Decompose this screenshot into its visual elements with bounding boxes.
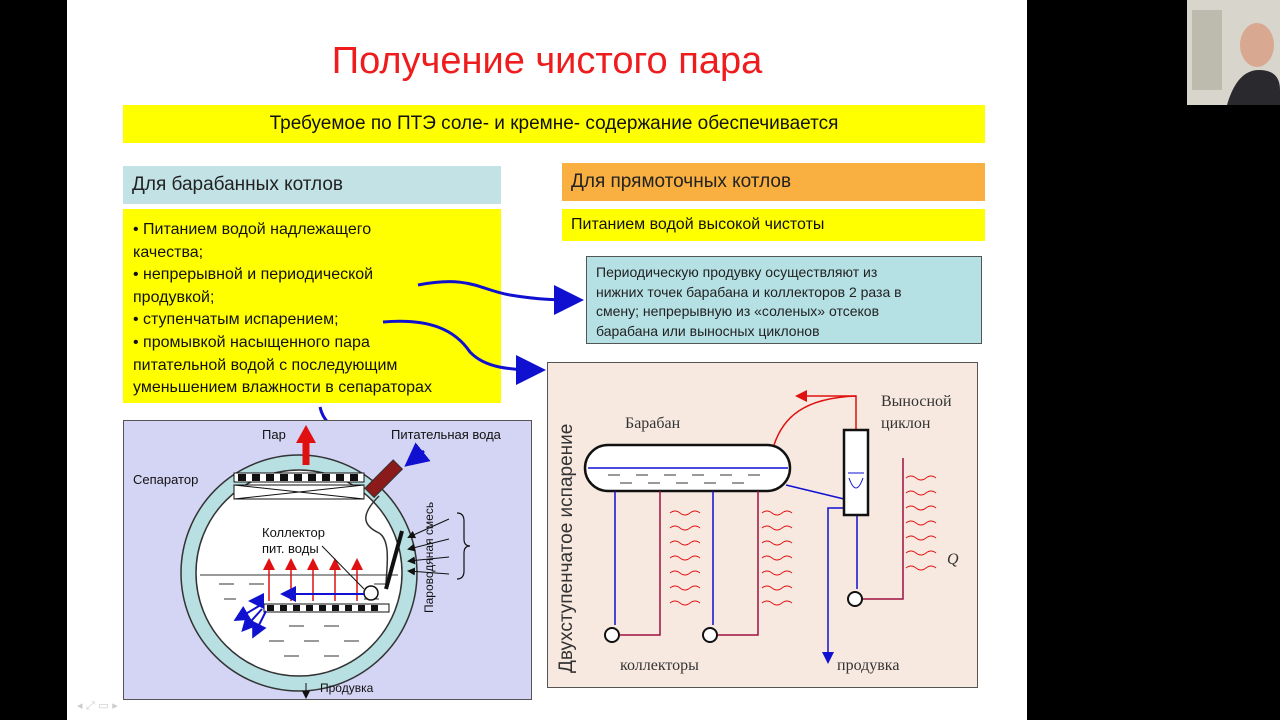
note-line: смену; непрерывную из «соленых» отсеков (596, 303, 880, 319)
list-item: • промывкой насыщенного пара (133, 333, 370, 351)
note-line: нижних точек барабана и коллекторов 2 ра… (596, 283, 902, 300)
drum-label: Барабан (625, 415, 681, 432)
presenter-image (1187, 0, 1280, 105)
steam-label: Пар (262, 427, 286, 442)
requirement-banner: Требуемое по ПТЭ соле- и кремне- содержа… (123, 105, 985, 143)
list-item: • ступенчатым испарением; (133, 311, 339, 329)
presenter-webcam (1187, 0, 1280, 105)
separator-label: Сепаратор (133, 472, 199, 487)
list-item: продувкой; (133, 288, 215, 306)
list-item: • Питанием водой надлежащего (133, 221, 372, 238)
two-stage-vertical-label: Двухступенчатое испарение (556, 423, 577, 673)
requirement-text: Требуемое по ПТЭ соле- и кремне- содержа… (269, 113, 839, 134)
blowdown-label-right: продувка (837, 657, 900, 674)
note-line: Периодическую продувку осуществляют из (596, 264, 878, 280)
arrow-to-two-stage (382, 319, 546, 385)
once-through-text: Питанием водой высокой чистоты (562, 209, 985, 241)
list-item: • непрерывной и периодической (133, 266, 374, 284)
blowdown-label: Продувка (320, 681, 374, 695)
once-through-header-text: Для прямоточных котлов (571, 171, 792, 192)
drum-boilers-header-text: Для барабанных котлов (132, 174, 344, 195)
slide-controls[interactable]: ◂ ⤢ ▭ ▸ (75, 697, 175, 713)
cyclone-label-1: Выносной (881, 393, 952, 410)
drum-methods-list: • Питанием водой надлежащего качества; •… (123, 209, 501, 403)
cyclone-label-2: циклон (881, 415, 931, 432)
heat-q-label: Q (947, 551, 959, 568)
drum-cross-section-figure: Пар Питательная вода Сепаратор Коллектор… (123, 420, 532, 700)
collector-label-2: пит. воды (262, 541, 319, 556)
collectors-label: коллекторы (620, 657, 699, 674)
drum-boilers-header: Для барабанных котлов (123, 166, 501, 204)
collector-label-1: Коллектор (262, 525, 326, 540)
steam-water-mix-label: Пароводяная смесь (422, 501, 436, 613)
blowdown-note: Периодическую продувку осуществляют из н… (586, 256, 982, 344)
arrow-to-blowdown-note (417, 280, 584, 315)
feedwater-label: Питательная вода (391, 427, 501, 442)
slide-title: Получение чистого пара (331, 40, 763, 82)
list-item: питательной водой с последующим (133, 356, 398, 374)
two-stage-evaporation-figure: Двухступенчатое испарение Барабан Выносн… (547, 362, 978, 688)
two-stage-drawing (583, 390, 937, 664)
once-through-header: Для прямоточных котлов (562, 163, 985, 201)
once-through-text-label: Питанием водой высокой чистоты (571, 216, 825, 233)
note-line: барабана или выносных циклонов (596, 322, 820, 339)
drum-cross-section-drawing (180, 425, 471, 699)
svg-text:◂ ⤢ ▭ ▸: ◂ ⤢ ▭ ▸ (77, 699, 118, 712)
list-item: уменьшением влажности в сепараторах (133, 379, 432, 397)
list-item: качества; (133, 243, 204, 261)
